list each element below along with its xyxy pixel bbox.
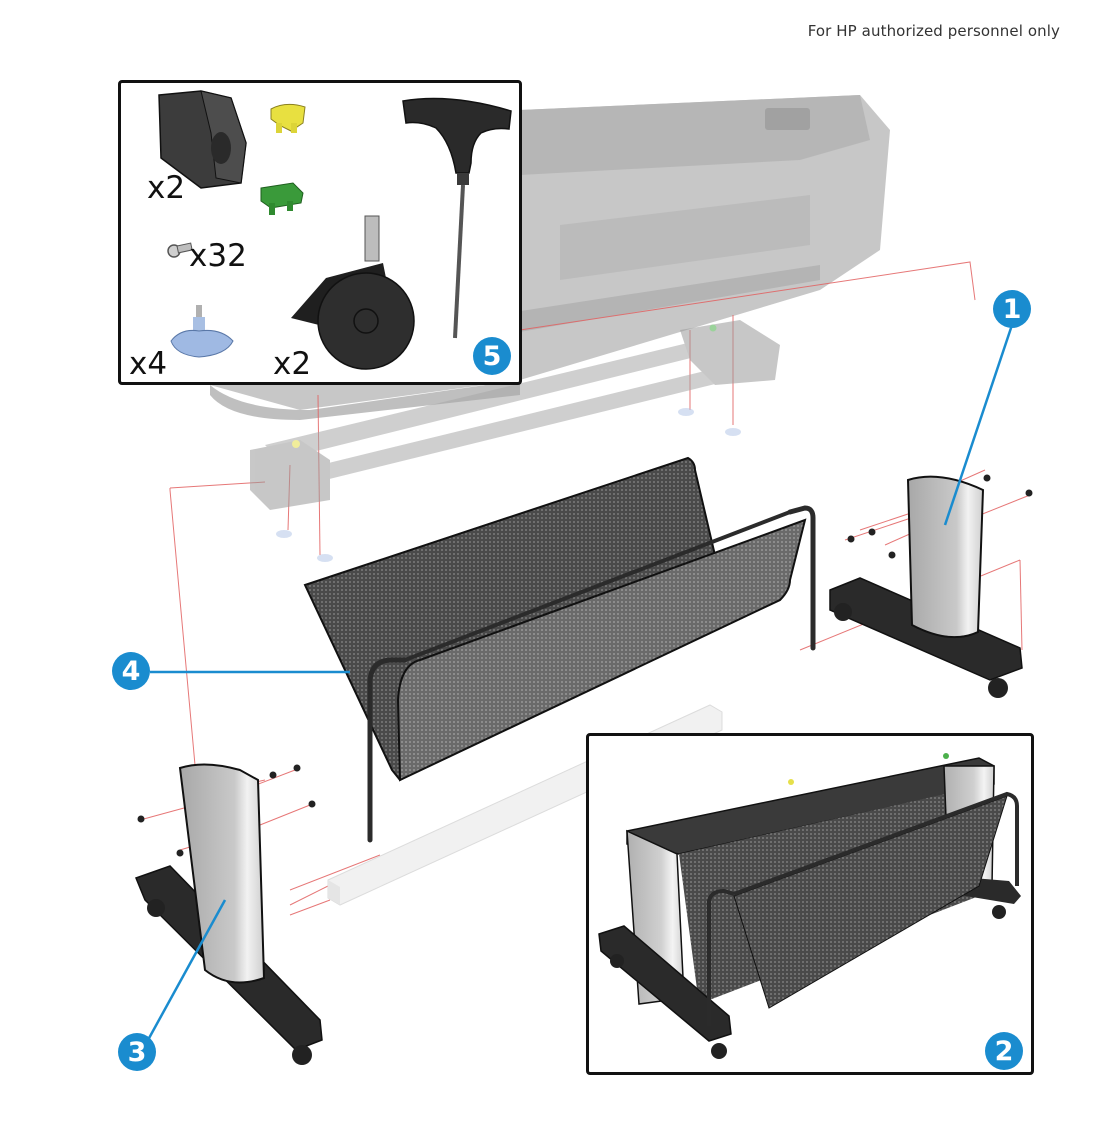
qty-leveling-foot: x4: [129, 346, 168, 382]
qty-cable-clip-holder: x2: [147, 170, 186, 206]
callout-2: 2: [985, 1032, 1023, 1070]
callout-1: 1: [993, 290, 1031, 328]
hardware-kit-inset: x2 x32 x4 x2 5: [118, 80, 522, 385]
assembled-stand-inset: 2: [586, 733, 1034, 1075]
callout-5: 5: [473, 337, 511, 375]
callout-5-number: 5: [482, 340, 502, 372]
yellow-clip-icon: [270, 103, 306, 133]
caster-wheel-icon: [291, 215, 415, 370]
callout-2-number: 2: [994, 1035, 1014, 1067]
output-basket: [303, 456, 816, 843]
callout-3-number: 3: [127, 1036, 147, 1068]
right-leg-assembly: [829, 474, 1033, 698]
cable-clip-holder-icon: [158, 90, 247, 189]
callout-1-number: 1: [1002, 293, 1022, 325]
green-clip-icon: [260, 182, 304, 215]
hardware-kit-illustration: [158, 90, 512, 370]
leveling-foot-icon: [170, 305, 234, 358]
callout-3: 3: [118, 1033, 156, 1071]
left-leg-assembly: [135, 763, 323, 1065]
callout-4: 4: [112, 652, 150, 690]
authorized-personnel-note: For HP authorized personnel only: [807, 22, 1060, 40]
assembled-stand-illustration: [598, 753, 1021, 1059]
callout-leaders: [146, 324, 1014, 1041]
qty-caster-wheel: x2: [273, 346, 312, 382]
qty-screw: x32: [189, 238, 247, 274]
t-handle-hex-key-icon: [402, 97, 512, 339]
callout-4-number: 4: [121, 655, 141, 687]
top-crossbar-ghost: [250, 320, 780, 562]
screw-icon: [167, 242, 193, 258]
